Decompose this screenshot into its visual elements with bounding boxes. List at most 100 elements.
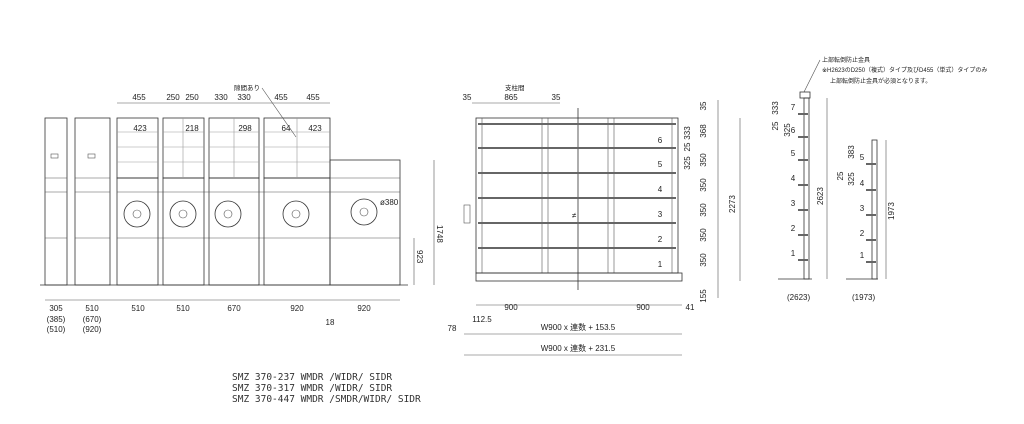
dim-bottom-5: 670: [227, 304, 241, 313]
height-total-side: 2273: [728, 195, 737, 213]
section-dim: 325: [847, 172, 856, 186]
dim-inner-5: 423: [308, 124, 322, 133]
note-line-1: ※H2623のD250（複式）タイプ及びD455（単式）タイプのみ: [822, 66, 987, 74]
dim-bottom-2: 510: [85, 304, 99, 313]
section-level: 1: [860, 251, 865, 260]
section-level: 3: [860, 204, 865, 213]
bottom-dim-3: 41: [686, 303, 695, 312]
section-dim: 25: [771, 121, 780, 130]
model-line-1: SMZ 370-237 WMDR /WIDR/ SIDR: [232, 372, 392, 383]
note-title: 上部転倒防止金具: [822, 56, 870, 64]
bottom-dim-2: 900: [636, 303, 650, 312]
dim-top-3: 250: [185, 93, 199, 102]
section-dim: 325: [783, 123, 792, 137]
section-level: 6: [791, 126, 796, 135]
right-dim: 350: [699, 253, 708, 267]
dial-2: [169, 200, 197, 228]
shelf-level: 2: [658, 235, 663, 244]
top-dim-3: 35: [552, 93, 561, 102]
front-elevation: 455 250 250 330 330 455 455 423 218 298 …: [40, 83, 444, 334]
dim-bottom-1: 305: [49, 304, 63, 313]
shelf-level: 3: [658, 210, 663, 219]
dim-alt-2b: (920): [83, 325, 102, 334]
dial-5: [350, 198, 378, 226]
short-height: 1973: [887, 202, 896, 220]
right-dim: 350: [699, 153, 708, 167]
section-dim: 25: [836, 171, 845, 180]
dim-top-4: 330: [214, 93, 228, 102]
section-level: 2: [791, 224, 796, 233]
right-dim: 350: [699, 228, 708, 242]
gap-note: 隙間あり: [234, 83, 260, 92]
dim-bottom-7: 920: [357, 304, 371, 313]
shelf-level: 1: [658, 260, 663, 269]
right-dim: 350: [699, 203, 708, 217]
dim-inner-3: 298: [238, 124, 252, 133]
model-list: SMZ 370-237 WMDR /WIDR/ SIDR SMZ 370-317…: [232, 372, 421, 405]
short-caption: (1973): [852, 293, 875, 302]
offset-1: 112.5: [472, 315, 492, 324]
dial-3: [214, 200, 242, 228]
dial-1: [123, 200, 151, 228]
dim-alt-1b: (510): [47, 325, 66, 334]
formula-2: W900 x 連数 + 231.5: [541, 343, 616, 353]
top-dim-2: 865: [504, 93, 518, 102]
right-dim: 333: [683, 126, 692, 140]
dim-alt-1a: (385): [47, 315, 66, 324]
section-level: 1: [791, 249, 796, 258]
gap-value: 18: [326, 318, 335, 327]
dim-inner-2: 218: [185, 124, 199, 133]
bottom-dim-1: 900: [504, 303, 518, 312]
section-level: 2: [860, 229, 865, 238]
right-dim: 25: [683, 142, 692, 151]
tall-caption: (2623): [787, 293, 810, 302]
dim-inner-4: 64: [282, 124, 291, 133]
section-dim: 383: [847, 145, 856, 159]
shelf-level: 6: [658, 136, 663, 145]
model-line-2: SMZ 370-317 WMDR /WIDR/ SIDR: [232, 383, 392, 394]
section-dim: 333: [771, 101, 780, 115]
formula-1: W900 x 連数 + 153.5: [541, 322, 616, 332]
section-level: 5: [860, 153, 865, 162]
dim-top-7: 455: [306, 93, 320, 102]
section-views: 上部転倒防止金具 ※H2623のD250（複式）タイプ及びD455（単式）タイプ…: [771, 56, 987, 302]
dim-inner-1: 423: [133, 124, 147, 133]
section-level: 4: [791, 174, 796, 183]
end-panel-a: [44, 117, 68, 286]
dim-top-1: 455: [132, 93, 146, 102]
dim-top-6: 455: [274, 93, 288, 102]
diameter-label: ø380: [380, 198, 399, 207]
height-total: 1748: [435, 225, 444, 243]
dim-alt-2a: (670): [83, 315, 102, 324]
right-dim: 35: [699, 101, 708, 110]
pillar-label: 支柱間: [505, 83, 525, 92]
dim-bottom-4: 510: [176, 304, 190, 313]
offset-2: 78: [448, 324, 457, 333]
anti-tip-bracket: [799, 91, 811, 99]
dim-bottom-6: 920: [290, 304, 304, 313]
shelf-elevation: ≠ 6 5 4 3 2 1 支柱間 35 865 35 2273 35 368 333 25 32…: [448, 83, 741, 356]
section-level: 4: [860, 179, 865, 188]
right-dim: 350: [699, 178, 708, 192]
dim-top-2: 250: [166, 93, 180, 102]
right-dim: 325: [683, 156, 692, 170]
right-dim: 155: [699, 289, 708, 303]
top-dim-1: 35: [463, 93, 472, 102]
right-dim: 368: [699, 124, 708, 138]
dim-top-5: 330: [237, 93, 251, 102]
base: [475, 272, 683, 282]
dim-bottom-3: 510: [131, 304, 145, 313]
note-line-2: 上部転倒防止金具が必須となります。: [830, 77, 931, 85]
shelf-level: 4: [658, 185, 663, 194]
shelf-level: 5: [658, 160, 663, 169]
dial-4: [282, 200, 310, 228]
break-mark: ≠: [572, 211, 577, 220]
end-panel-b: [74, 117, 111, 286]
section-level: 7: [791, 103, 796, 112]
tall-height: 2623: [816, 187, 825, 205]
section-level: 3: [791, 199, 796, 208]
section-level: 5: [791, 149, 796, 158]
height-lower: 923: [415, 250, 424, 264]
model-line-3: SMZ 370-447 WMDR /SMDR/WIDR/ SIDR: [232, 394, 421, 405]
